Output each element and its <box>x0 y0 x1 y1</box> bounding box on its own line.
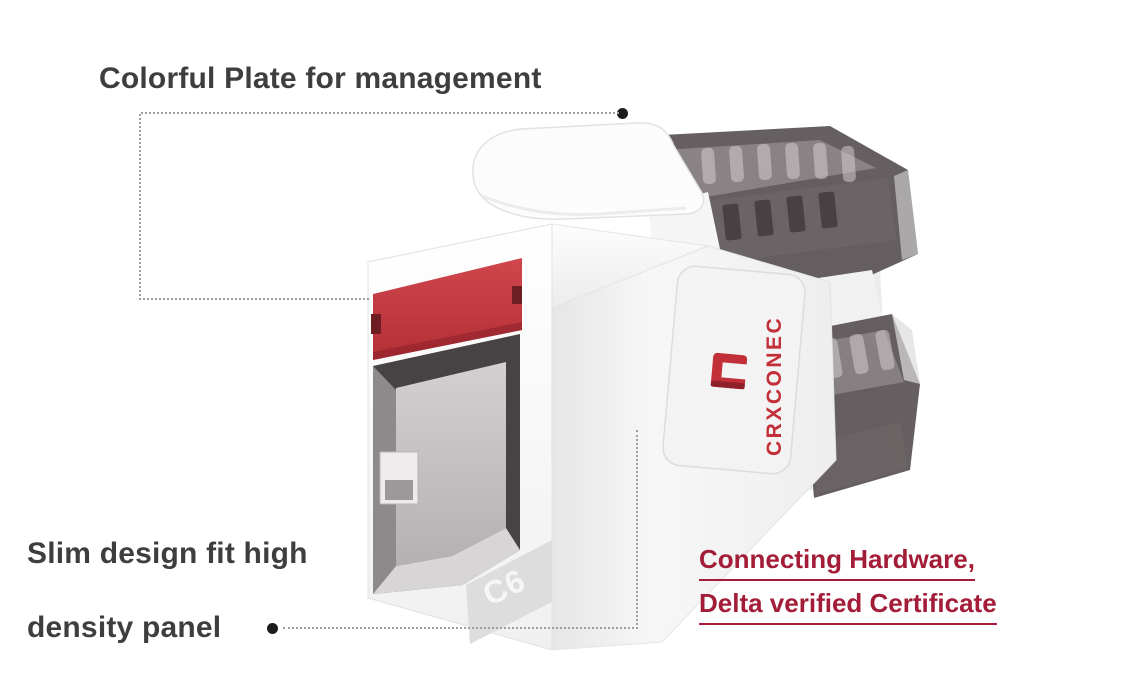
leader-line-top-vertical <box>139 114 141 300</box>
leader-dot-top <box>617 108 628 119</box>
leader-line-bottom-vertical <box>636 430 638 629</box>
leader-line-top-horizontal <box>141 112 619 114</box>
wire-cap-top-icon <box>644 126 918 292</box>
leader-dot-bottom <box>267 623 278 634</box>
annotation-slim-design-line1: Slim design fit high <box>27 537 308 570</box>
annotation-connecting-hardware: Connecting Hardware, Delta verified Cert… <box>699 544 997 632</box>
leader-line-top-to-plate <box>139 298 369 300</box>
top-latch <box>472 122 705 220</box>
annotation-connecting-hardware-line2: Delta verified Certificate <box>699 588 997 625</box>
annotation-colorful-plate: Colorful Plate for management <box>99 62 542 95</box>
color-plate <box>371 258 522 360</box>
plate-clip-right <box>512 286 522 304</box>
annotation-slim-design-line2: density panel <box>27 611 222 644</box>
jack-port <box>373 334 520 594</box>
brand-panel: CRXCONEC <box>662 265 806 475</box>
leader-line-bottom-horizontal <box>283 627 638 629</box>
plate-clip-left <box>371 314 381 334</box>
annotation-connecting-hardware-line1: Connecting Hardware, <box>699 544 975 581</box>
brand-text: CRXCONEC <box>763 316 786 456</box>
brand-logo-icon <box>710 352 749 390</box>
